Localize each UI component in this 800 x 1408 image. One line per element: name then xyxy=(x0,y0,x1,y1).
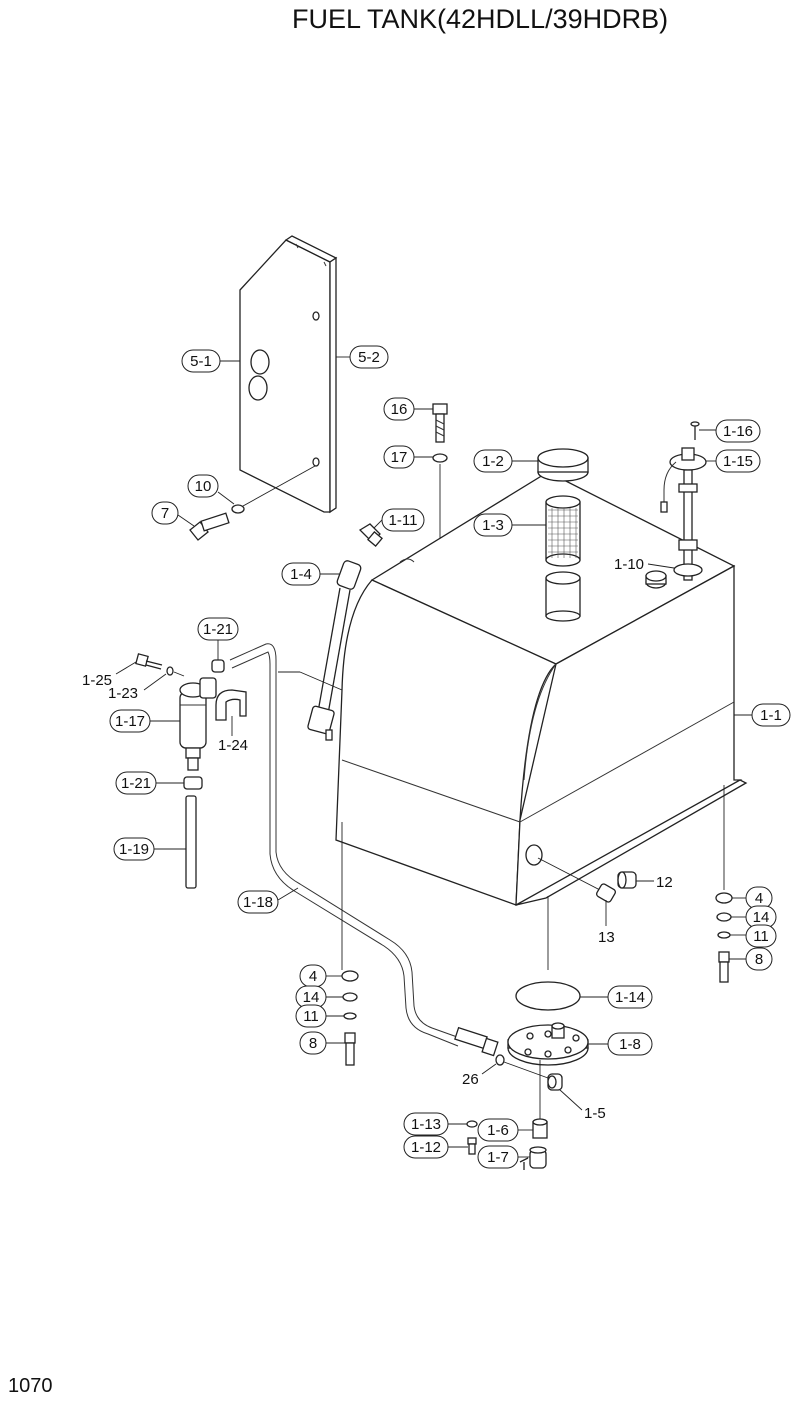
callout-1-21-bottom: 1-21 xyxy=(121,775,151,792)
callout-7: 7 xyxy=(161,505,169,522)
callout-1-5: 1-5 xyxy=(584,1105,606,1122)
bracket-1-24 xyxy=(215,689,247,721)
callout-1-15: 1-15 xyxy=(723,453,753,470)
callout-13: 13 xyxy=(598,929,615,946)
diagram-title: FUEL TANK(42HDLL/39HDRB) xyxy=(292,4,669,34)
callout-1-25: 1-25 xyxy=(82,672,112,689)
callout-1-3: 1-3 xyxy=(482,517,504,534)
callout-14-right: 14 xyxy=(753,909,770,926)
callout-5-1: 5-1 xyxy=(190,353,212,370)
fuel-sender xyxy=(645,421,707,589)
fuel-tank-body xyxy=(335,471,748,906)
callout-1-11: 1-11 xyxy=(389,512,418,529)
clamp-1-21-bottom xyxy=(183,776,203,790)
o-ring xyxy=(515,981,581,1011)
callout-1-14: 1-14 xyxy=(615,989,645,1006)
callout-11-right: 11 xyxy=(753,928,769,945)
bottom-fittings xyxy=(466,1118,548,1170)
bolt-7 xyxy=(189,465,316,541)
cover-plate xyxy=(507,1022,589,1120)
callout-1-16: 1-16 xyxy=(723,423,753,440)
elbow-fitting xyxy=(495,1054,563,1091)
callout-16: 16 xyxy=(391,401,408,418)
callout-17: 17 xyxy=(391,449,408,466)
callout-1-10: 1-10 xyxy=(614,556,644,573)
hardware-right xyxy=(715,892,733,983)
callout-11-left: 11 xyxy=(303,1008,319,1025)
clamp-1-21-top xyxy=(211,659,225,673)
callout-1-12: 1-12 xyxy=(411,1139,441,1156)
callout-1-4: 1-4 xyxy=(290,566,312,583)
callout-1-24: 1-24 xyxy=(218,737,248,754)
bolt-1-25 xyxy=(135,653,185,677)
filler-neck xyxy=(545,571,581,622)
fuel-filter xyxy=(179,677,217,771)
callout-8-right: 8 xyxy=(755,951,763,968)
page-number: 1070 xyxy=(8,1375,53,1397)
callout-1-13: 1-13 xyxy=(411,1116,441,1133)
filler-cap xyxy=(537,448,589,482)
callout-4-left: 4 xyxy=(309,968,317,985)
callout-8-left: 8 xyxy=(309,1035,317,1052)
callout-10: 10 xyxy=(195,478,212,495)
callout-1-6: 1-6 xyxy=(487,1122,509,1139)
callout-26: 26 xyxy=(462,1071,479,1088)
callout-1-21-top: 1-21 xyxy=(203,621,233,638)
hardware-left xyxy=(341,970,359,1066)
vent-fitting xyxy=(358,523,383,547)
callout-4-right: 4 xyxy=(755,890,763,907)
callout-1-17: 1-17 xyxy=(115,713,145,730)
hose-1-19 xyxy=(185,795,197,889)
bracket-plate xyxy=(239,235,338,514)
callout-1-18: 1-18 xyxy=(243,894,273,911)
level-gauge xyxy=(307,560,362,741)
callout-1-2: 1-2 xyxy=(482,453,504,470)
callout-labels: 5-1 5-2 16 17 10 7 1-2 1-3 1-16 xyxy=(82,345,791,1169)
callout-5-2: 5-2 xyxy=(358,349,380,366)
drain-plug xyxy=(537,857,637,903)
callout-1-19: 1-19 xyxy=(119,841,149,858)
callout-1-8: 1-8 xyxy=(619,1036,641,1053)
fuel-hose xyxy=(229,643,499,1057)
callout-1-7: 1-7 xyxy=(487,1149,509,1166)
callout-12: 12 xyxy=(656,874,673,891)
strainer xyxy=(545,495,581,567)
callout-1-23: 1-23 xyxy=(108,685,138,702)
callout-14-left: 14 xyxy=(303,989,320,1006)
callout-1-1: 1-1 xyxy=(760,707,782,724)
